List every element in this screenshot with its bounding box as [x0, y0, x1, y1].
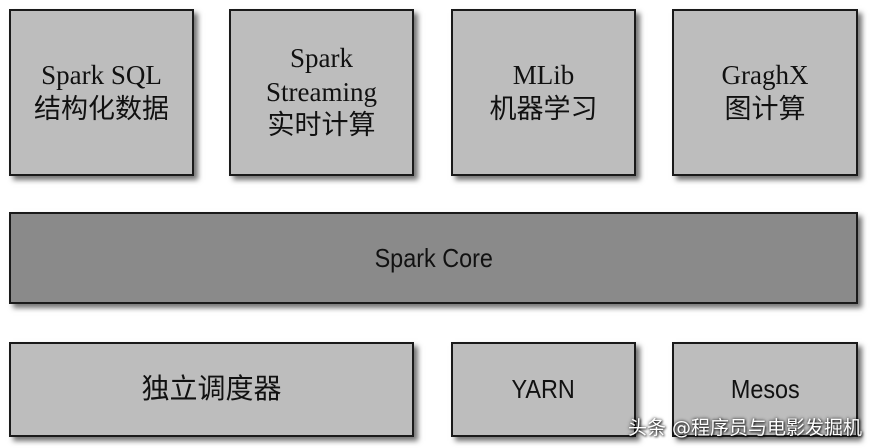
graphx-box: GraghX 图计算	[672, 9, 858, 176]
yarn-box: YARN	[451, 342, 636, 437]
mesos-box: Mesos	[672, 342, 858, 437]
mlib-title: MLib	[512, 59, 575, 90]
spark-sql-title: Spark SQL	[41, 59, 162, 90]
standalone-scheduler-label: 独立调度器	[141, 374, 282, 405]
spark-streaming-subtitle: 实时计算	[267, 110, 376, 141]
mlib-box: MLib 机器学习	[451, 9, 636, 176]
graphx-title: GraghX	[721, 59, 809, 90]
yarn-label: YARN	[511, 374, 576, 405]
spark-streaming-title-line2: Streaming	[266, 76, 377, 107]
mesos-label: Mesos	[730, 374, 800, 405]
standalone-scheduler-box: 独立调度器	[9, 342, 414, 437]
watermark: 头条 @程序员与电影发掘机	[627, 417, 862, 439]
spark-sql-box: Spark SQL 结构化数据	[9, 9, 194, 176]
spark-streaming-title-line1: Spark	[290, 42, 353, 73]
graphx-subtitle: 图计算	[724, 93, 806, 124]
mlib-subtitle: 机器学习	[489, 93, 598, 124]
spark-core-label: Spark Core	[374, 242, 493, 273]
spark-streaming-box: Spark Streaming 实时计算	[229, 9, 414, 176]
spark-sql-subtitle: 结构化数据	[34, 93, 169, 124]
spark-core-box: Spark Core	[9, 212, 858, 304]
